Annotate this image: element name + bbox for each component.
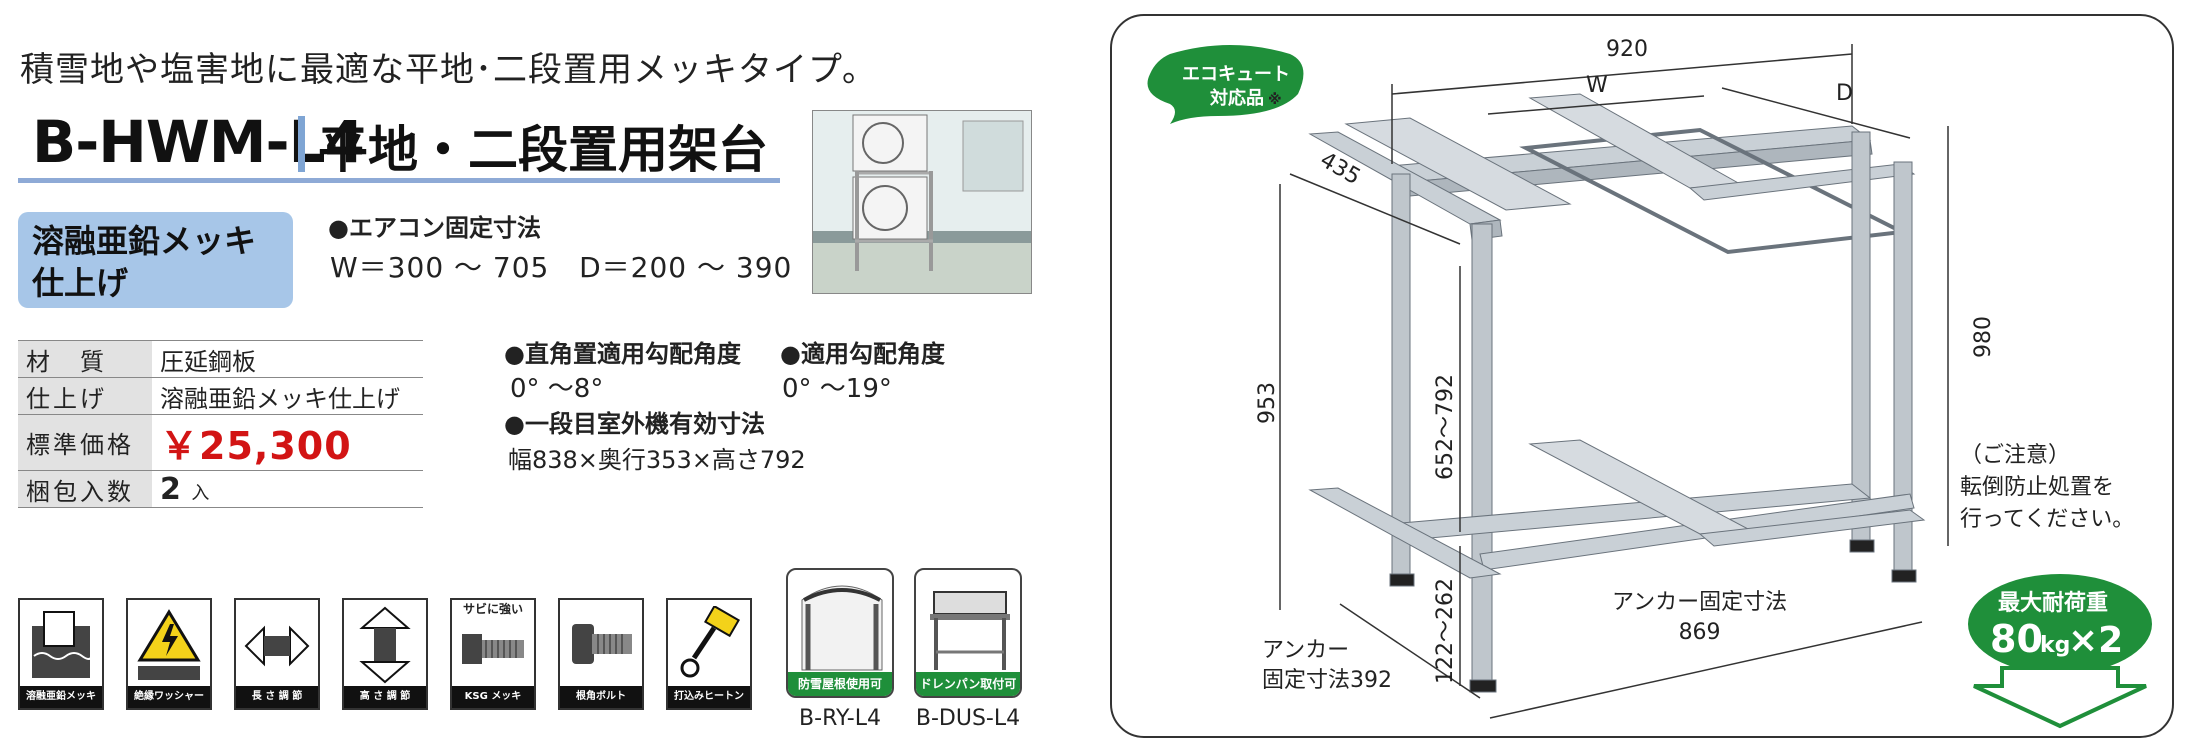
- stand-diagram: エコキュート 対応品 ※: [1147, 37, 2152, 729]
- spec-table: 材 質 圧延鋼板 仕上げ 溶融亜鉛メッキ仕上げ 標準価格 ￥25,300 梱包入…: [18, 340, 423, 508]
- finish-badge: 溶融亜鉛メッキ 仕上げ: [18, 212, 293, 308]
- price-value: ￥25,300: [152, 414, 423, 471]
- dim-w: W: [1586, 73, 1608, 98]
- anchor-width-line2: 869: [1678, 620, 1721, 645]
- snow-roof-icon: 防雪屋根使用可: [786, 568, 894, 698]
- anchor-depth-line1: アンカー: [1262, 638, 1350, 663]
- fixing-heading: ●エアコン固定寸法: [328, 214, 541, 242]
- caution-line3: 行ってください。: [1960, 507, 2135, 532]
- model-number: B-HWM-L4: [32, 108, 365, 176]
- hot-dip-icon: 溶融亜鉛メッキ: [18, 598, 104, 710]
- height-adjust-icon: 高 さ 調 節: [342, 598, 428, 710]
- spec-key: 梱包入数: [18, 470, 152, 508]
- title-underline: [18, 178, 780, 183]
- dim-front-height: 953: [1255, 382, 1280, 424]
- eco-badge-mark: ※: [1268, 92, 1282, 108]
- max-load-unit: kg: [2040, 633, 2070, 658]
- product-photo: [812, 110, 1032, 294]
- down-arrow-icon: [1973, 666, 2147, 729]
- eco-badge-line1: エコキュート: [1182, 64, 1290, 85]
- quantity-unit: 入: [191, 482, 210, 504]
- quantity-value: 2: [160, 471, 181, 507]
- title-divider: [298, 116, 305, 172]
- anchor-width-label: アンカー固定寸法 869: [1612, 588, 1787, 648]
- icon-caption: 溶融亜鉛メッキ: [20, 686, 102, 708]
- caution-line2: 転倒防止処置を: [1960, 475, 2115, 500]
- caution-note: （ご注意） 転倒防止処置を 行ってください。: [1960, 440, 2134, 536]
- drain-pan-icon: ドレンパン取付可: [914, 568, 1022, 698]
- diagram-frame: [1110, 14, 2174, 738]
- eco-cute-badge: エコキュート 対応品 ※: [1147, 45, 1304, 124]
- first-tier-heading: ●一段目室外機有効寸法: [504, 410, 765, 438]
- insulated-washer-icon: 絶縁ワッシャー: [126, 598, 212, 710]
- max-load-mult: ×2: [2068, 620, 2123, 661]
- icon-caption: 絶縁ワッシャー: [128, 686, 210, 708]
- spec-row-material: 材 質 圧延鋼板: [18, 340, 423, 378]
- spec-key: 材 質: [18, 340, 152, 378]
- dimension-lines: [1279, 44, 1949, 719]
- icon-caption: 長 さ 調 節: [236, 686, 318, 708]
- spec-row-quantity: 梱包入数 2 入: [18, 470, 423, 508]
- icon-caption: 打込みヒートン: [668, 686, 750, 708]
- option-model-b-ry-l4: B-RY-L4: [799, 706, 881, 731]
- icon-caption: 根角ボルト: [560, 686, 642, 708]
- spec-row-price: 標準価格 ￥25,300: [18, 414, 423, 471]
- max-load-value: 80: [1990, 617, 2043, 661]
- angle-apply-heading: ●適用勾配角度: [780, 340, 945, 368]
- icon-caption: KSG メッキ: [452, 686, 534, 708]
- option-model-b-dus-l4: B-DUS-L4: [915, 706, 1021, 731]
- dim-top-width: 920: [1606, 37, 1648, 62]
- spec-row-finish: 仕上げ 溶融亜鉛メッキ仕上げ: [18, 377, 423, 415]
- caution-line1: （ご注意）: [1960, 443, 2071, 468]
- option-caption: ドレンパン取付可: [916, 672, 1020, 696]
- max-load-badge: 最大耐荷重 80 kg ×2: [1968, 574, 2152, 729]
- finish-badge-line2: 仕上げ: [32, 264, 129, 302]
- angle-apply-value: 0° ～19°: [782, 374, 892, 404]
- angle-right-value: 0° ～8°: [510, 374, 604, 404]
- first-tier-value: 幅838×奥行353×高さ792: [508, 446, 806, 474]
- angle-right-heading: ●直角置適用勾配角度: [504, 340, 741, 368]
- dim-total-height: 980: [1971, 316, 1996, 358]
- dim-upper-range: 652～792: [1433, 374, 1458, 480]
- spec-key: 標準価格: [18, 414, 152, 471]
- eco-badge-line2: 対応品: [1209, 87, 1264, 109]
- dim-d: D: [1836, 81, 1853, 106]
- dim-lower-range: 122～262: [1433, 578, 1458, 684]
- quantity-cell: 2 入: [152, 470, 423, 508]
- spec-value: 圧延鋼板: [152, 340, 423, 378]
- anchor-depth-line2: 固定寸法392: [1262, 668, 1392, 693]
- anchor-depth-label: アンカー 固定寸法392: [1262, 636, 1392, 696]
- stand-frame-illustration: [1308, 93, 1926, 693]
- finish-badge-line1: 溶融亜鉛メッキ: [32, 222, 257, 260]
- fixing-value: W＝300 ～ 705 D＝200 ～ 390: [330, 251, 793, 284]
- option-caption: 防雪屋根使用可: [788, 672, 892, 696]
- icon-caption: 高 さ 調 節: [344, 686, 426, 708]
- icon-top-caption: サビに強い: [462, 602, 523, 616]
- anchor-width-line1: アンカー固定寸法: [1612, 590, 1788, 615]
- length-adjust-icon: 長 さ 調 節: [234, 598, 320, 710]
- hammer-nut-icon: 打込みヒートン: [666, 598, 752, 710]
- spec-value: 溶融亜鉛メッキ仕上げ: [152, 377, 423, 415]
- ksg-plating-icon: サビに強い KSG メッキ: [450, 598, 536, 710]
- spec-key: 仕上げ: [18, 377, 152, 415]
- square-bolt-icon: 根角ボルト: [558, 598, 644, 710]
- tagline: 積雪地や塩害地に最適な平地･二段置用メッキタイプ。: [20, 50, 877, 90]
- max-load-label: 最大耐荷重: [1998, 591, 2108, 616]
- product-title: 平地・二段置用架台: [318, 121, 768, 179]
